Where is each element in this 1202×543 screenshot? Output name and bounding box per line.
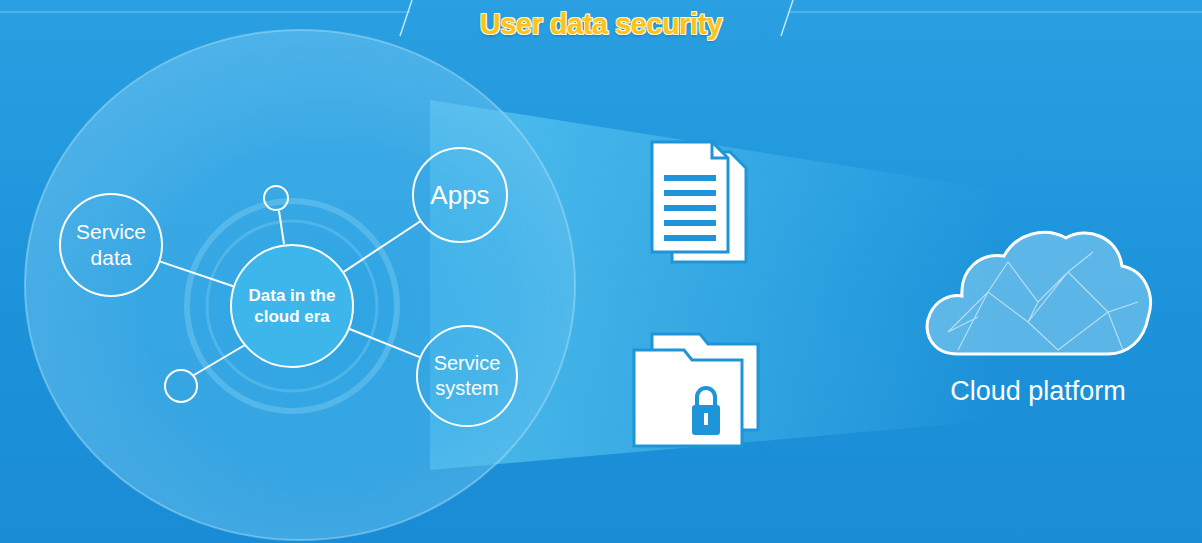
connector-line [160, 262, 233, 287]
document-icon [652, 142, 746, 262]
small-circle [264, 186, 288, 210]
data-circle: Service data [59, 193, 163, 297]
connector-line [344, 221, 420, 271]
title-bar: User data security [0, 8, 1202, 41]
locked-folder-icon [634, 334, 758, 446]
header-rule [790, 12, 1202, 13]
connector-line [350, 329, 420, 357]
spoke-line [279, 211, 284, 244]
title: User data security [480, 8, 722, 40]
small-circle [165, 370, 197, 402]
node-label: Cloud platform [918, 376, 1158, 407]
data-circle: Apps [412, 147, 508, 243]
glow-ring [207, 221, 377, 391]
node-label: Apps [430, 179, 489, 212]
data-circle: Service system [416, 325, 518, 427]
node-label: Data in the cloud era [244, 285, 340, 328]
spoke-line [194, 345, 245, 375]
header-slash [400, 0, 412, 36]
glow-ring [187, 201, 397, 411]
node-label: Service data [71, 219, 152, 272]
cloud-icon [918, 222, 1158, 362]
hub-circle: Data in the cloud era [230, 244, 354, 368]
header-slash [781, 0, 793, 36]
header-rule [0, 12, 410, 13]
node-label: Service system [428, 351, 507, 401]
data-sphere [25, 30, 575, 540]
cloud-node: Cloud platform [918, 222, 1158, 407]
